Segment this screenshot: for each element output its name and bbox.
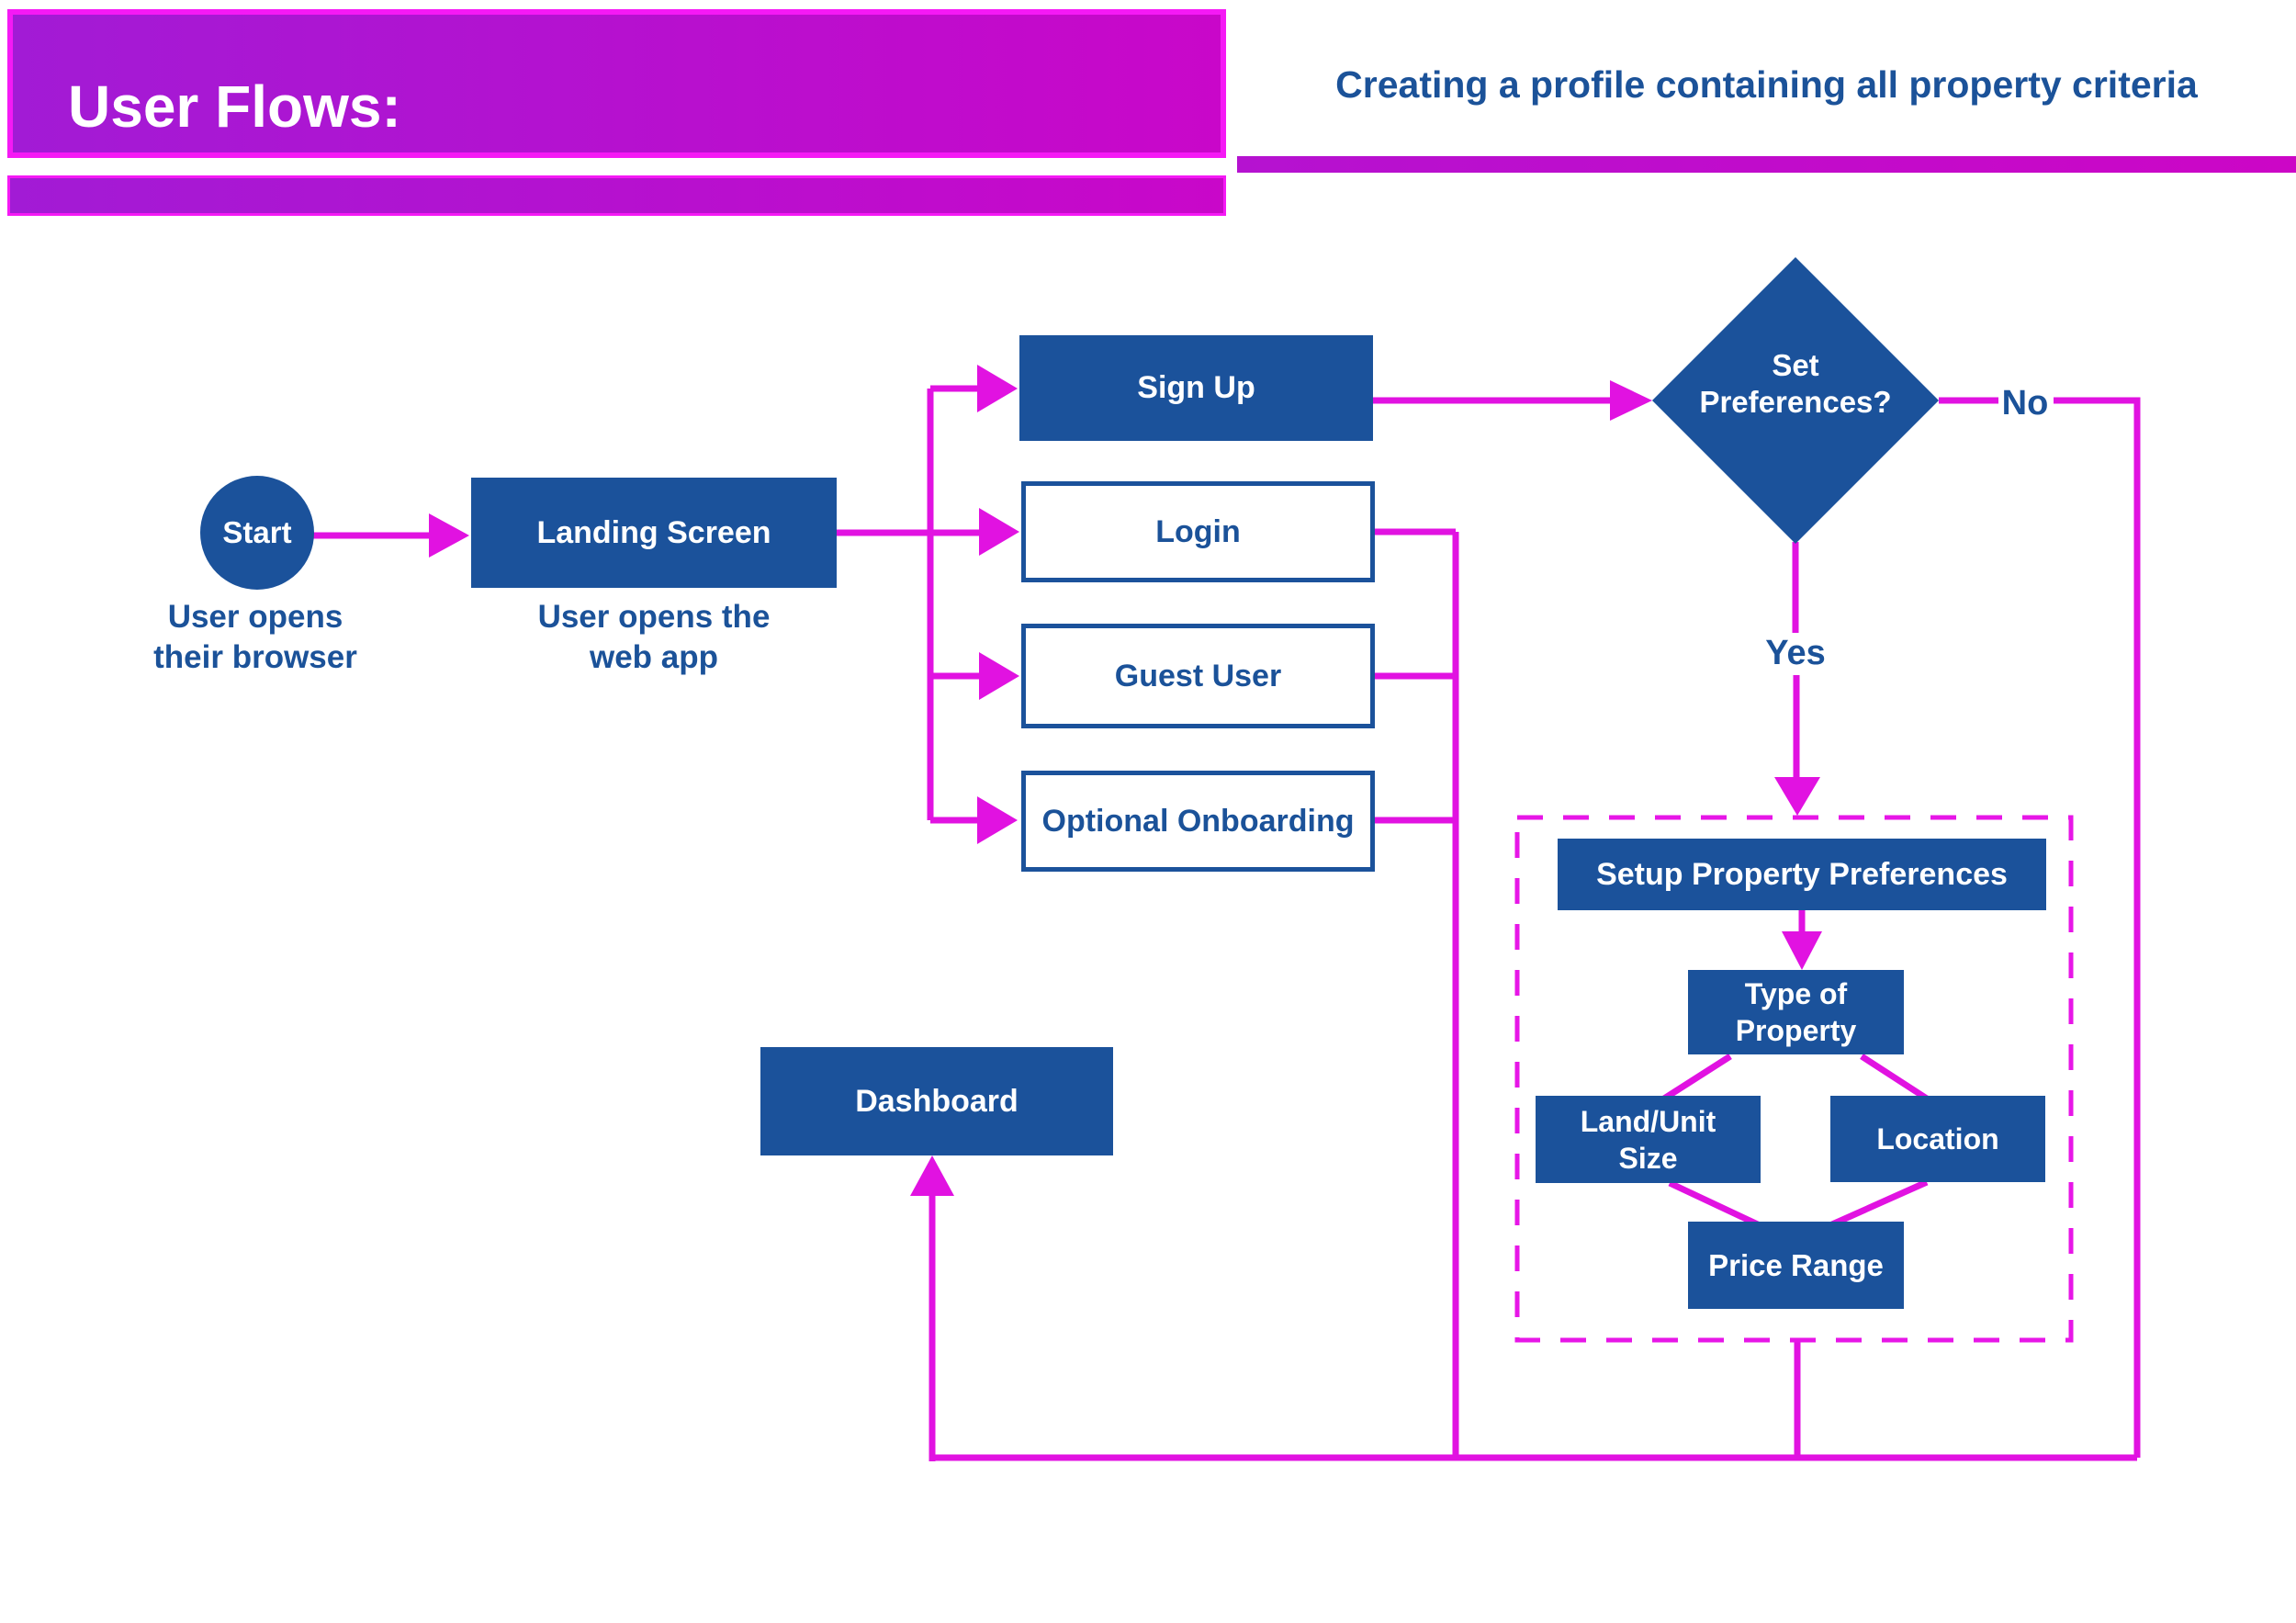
node-landing-label: Landing Screen — [536, 514, 771, 550]
node-guest-user: Guest User — [1021, 624, 1375, 728]
arrowhead-into-login — [979, 508, 1019, 556]
edge-type-location — [1860, 1054, 1929, 1101]
node-setup-label: Setup Property Preferences — [1596, 856, 2008, 892]
header-underline-bar — [1237, 156, 2296, 173]
node-landing-screen: Landing Screen — [471, 478, 837, 588]
arrowhead-yes-into-prefs — [1774, 777, 1820, 816]
node-type-of-property-label: Type of Property — [1735, 977, 1857, 1047]
node-optional-onboarding-label: Optional Onboarding — [1041, 803, 1355, 839]
arrowhead-into-dashboard — [910, 1155, 954, 1196]
node-start-label: Start — [222, 515, 292, 549]
node-land-unit-size: Land/Unit Size — [1536, 1096, 1761, 1183]
header-banner: User Flows: — [7, 9, 1226, 158]
node-price-range-label: Price Range — [1708, 1247, 1884, 1282]
node-login: Login — [1021, 481, 1375, 582]
decision-diamond-shape — [1652, 257, 1939, 544]
node-guest-user-label: Guest User — [1114, 658, 1282, 693]
node-login-label: Login — [1155, 513, 1241, 549]
node-sign-up: Sign Up — [1019, 335, 1373, 441]
node-land-unit-size-label: Land/Unit Size — [1580, 1104, 1716, 1175]
edge-no-segment2 — [2054, 397, 2141, 1458]
preferences-group-dashed-box — [1514, 815, 2074, 1343]
node-dashboard-label: Dashboard — [855, 1083, 1019, 1119]
arrowhead-into-landing — [429, 513, 469, 558]
arrowhead-into-signup — [977, 365, 1018, 412]
node-price-range: Price Range — [1688, 1222, 1904, 1309]
node-type-of-property: Type of Property — [1688, 970, 1904, 1054]
page-subtitle: Creating a profile containing all proper… — [1335, 62, 2198, 106]
node-start: Start — [200, 476, 314, 590]
arrowhead-into-onboarding — [977, 796, 1018, 844]
node-sign-up-label: Sign Up — [1137, 370, 1255, 405]
node-setup-property-preferences: Setup Property Preferences — [1558, 839, 2046, 910]
header-stripe — [7, 175, 1226, 216]
edge-label-no: No — [2001, 384, 2049, 423]
node-optional-onboarding: Optional Onboarding — [1021, 771, 1375, 872]
start-caption: User opens their browser — [153, 599, 357, 675]
node-location: Location — [1830, 1096, 2045, 1182]
node-dashboard: Dashboard — [760, 1047, 1113, 1155]
landing-caption: User opens the web app — [537, 599, 771, 675]
edge-label-yes: Yes — [1765, 634, 1826, 672]
page-title: User Flows: — [68, 73, 401, 140]
edge-location-price — [1830, 1178, 1929, 1228]
edge-land-price — [1668, 1179, 1761, 1229]
arrowhead-setup-into-type — [1782, 931, 1822, 970]
node-decision-label: Set Preferences? — [1699, 348, 1892, 420]
arrowhead-into-decision — [1610, 380, 1652, 421]
edge-type-land — [1662, 1054, 1732, 1101]
node-location-label: Location — [1876, 1121, 1999, 1155]
arrowhead-into-guest — [979, 652, 1019, 700]
